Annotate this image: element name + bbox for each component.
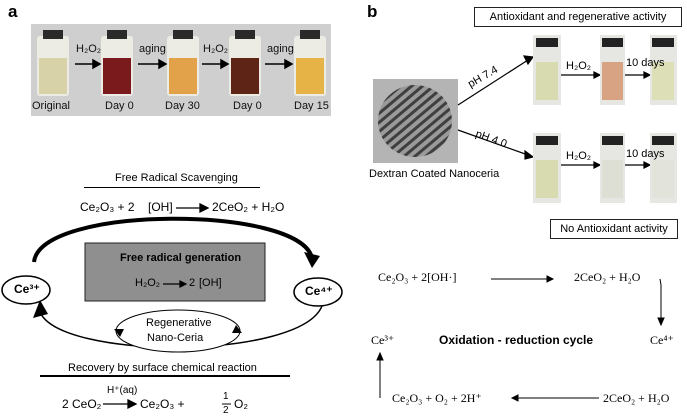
scavenging-radical: [OH] — [148, 200, 173, 214]
cycle-eq-bottom-right: 2CeO₂ + H₂O — [603, 391, 670, 405]
vial-1 — [101, 30, 133, 96]
cycle-ce3: Ce³⁺ — [371, 333, 395, 347]
vial-photo-strip: H₂O₂ aging H₂O₂ aging Original Day 0 Day… — [31, 24, 331, 116]
vial-3 — [229, 30, 261, 96]
ce3-label-a: Ce³⁺ — [14, 282, 40, 296]
cycle-eq-top-right: 2CeO₂ + H₂O — [574, 270, 641, 284]
ce4-label-a: Ce⁴⁺ — [305, 284, 333, 298]
step-label-4: aging — [267, 43, 294, 55]
vial-caption-day30: Day 30 — [165, 100, 200, 112]
regen-line-2: Nano-Ceria — [147, 332, 204, 344]
no-antioxidant-box: No Antioxidant activity — [550, 219, 678, 239]
generation-radical: [OH] — [199, 277, 222, 289]
particle-caption: Dextran Coated Nanoceria — [369, 168, 500, 180]
h2o2-label-top: H₂O₂ — [566, 60, 592, 72]
cycle-eq-bottom-left: Ce₂O₃ + O₂ + 2H⁺ — [392, 391, 482, 405]
vial-2 — [167, 30, 199, 96]
vial-0 — [37, 30, 69, 96]
vial-4 — [294, 30, 326, 96]
vial-caption-day15: Day 15 — [294, 100, 329, 112]
nanoparticle-image — [378, 85, 452, 157]
cycle-title: Oxidation - reduction cycle — [439, 333, 594, 347]
recovery-rhs: Ce₂O₃ + — [140, 397, 185, 411]
generation-title: Free radical generation — [120, 252, 242, 264]
recovery-catalyst: H⁺(aq) — [107, 385, 138, 396]
panel-a-letter: a — [8, 2, 18, 21]
regen-line-1: Regenerative — [146, 317, 212, 329]
scavenging-rhs: 2CeO₂ + H₂O — [212, 200, 285, 214]
vial-caption-day0: Day 0 — [105, 100, 134, 112]
scavenging-underline — [84, 187, 260, 188]
recovery-title: Recovery by surface chemical reaction — [68, 362, 257, 374]
recovery-frac-den: 2 — [223, 405, 229, 416]
days-label-top: 10 days — [626, 57, 665, 69]
panel-b-letter: b — [367, 2, 378, 21]
recovery-lhs: 2 CeO₂ — [62, 397, 102, 411]
generation-lhs: H₂O₂ — [135, 277, 161, 289]
recovery-o2: O₂ — [234, 397, 248, 411]
scavenging-title: Free Radical Scavenging — [115, 172, 238, 184]
days-label-bottom: 10 days — [626, 148, 665, 160]
h2o2-label-bottom: H₂O₂ — [566, 150, 592, 162]
vial-caption-day0-b: Day 0 — [233, 100, 262, 112]
vial-photos — [37, 30, 326, 96]
recovery-frac-num: 1 — [223, 391, 229, 402]
cycle-ce4: Ce⁴⁺ — [650, 333, 674, 347]
generation-rhs: 2 — [189, 277, 196, 289]
cycle-eq-top-left: Ce₂O₃ + 2[OH·] — [378, 270, 457, 284]
step-label-2: aging — [139, 43, 166, 55]
antioxidant-box: Antioxidant and regenerative activity — [474, 7, 682, 27]
step-label-3: H₂O₂ — [203, 43, 229, 55]
vial-caption-original: Original — [32, 100, 70, 112]
step-label-1: H₂O₂ — [76, 43, 102, 55]
scavenging-lhs: Ce₂O₃ + 2 — [80, 200, 135, 214]
